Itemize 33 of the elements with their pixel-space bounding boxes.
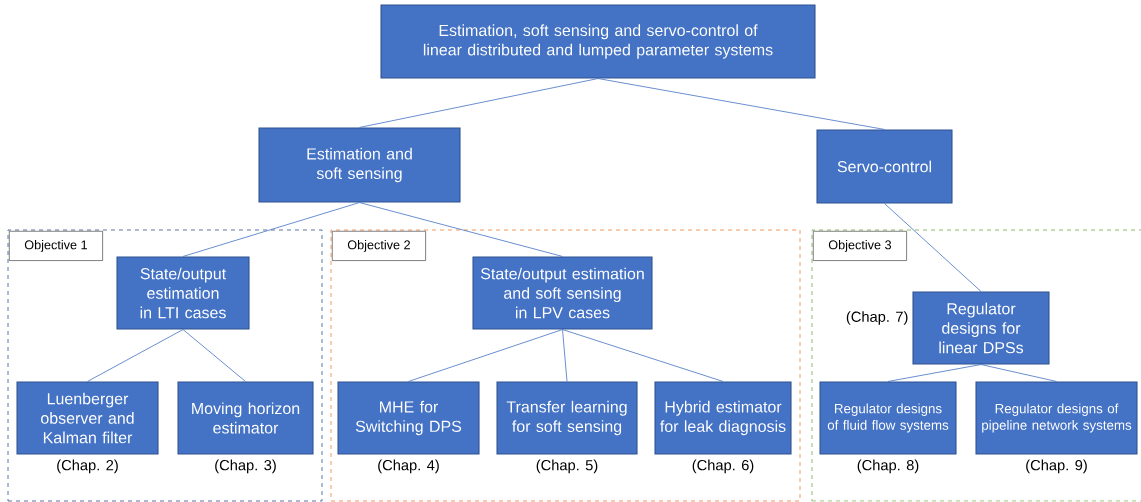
process-box: Transfer learning for soft sensing [496, 381, 638, 455]
connector-line [884, 203, 982, 292]
chapter-label: (Chap. 5) [536, 459, 598, 474]
process-box: Regulator designs of pipeline network systems [975, 381, 1138, 455]
connector-line [359, 202, 563, 257]
process-box: Regulator designs for linear DPSs [912, 291, 1050, 365]
chapter-label: (Chap. 6) [692, 459, 754, 474]
connector-line [182, 329, 246, 382]
connector-line [408, 329, 563, 382]
process-box: State/output estimation and soft sensing in LPV cases [472, 256, 653, 330]
connector-line [887, 364, 982, 382]
chapter-label: (Chap. 4) [378, 459, 439, 474]
connector-line [359, 78, 599, 128]
process-box: Hybrid estimator for leak diagnosis [654, 381, 792, 455]
connector-line [562, 329, 724, 382]
process-box: Moving horizon estimator [177, 381, 314, 455]
process-box: Servo-control [816, 129, 953, 204]
chapter-label: (Chap. 3) [215, 459, 276, 474]
process-box: Luenberger observer and Kalman filter [16, 381, 159, 455]
process-box: Estimation and soft sensing [258, 127, 461, 203]
connector-line [87, 329, 184, 382]
process-box: Estimation, soft sensing and servo-control of linear distributed and lumped parameter systems [380, 4, 816, 79]
chapter-label: (Chap. 9) [1026, 459, 1087, 474]
chapter-label: (Chap. 7) [846, 311, 908, 325]
chapter-label: (Chap. 8) [857, 459, 919, 474]
connector-line [597, 78, 885, 130]
process-box: Regulator designs of fluid flow systems [819, 381, 957, 455]
process-box: MHE for Switching DPS [337, 381, 480, 455]
chapter-label: (Chap. 2) [57, 459, 118, 474]
connector-line [182, 202, 360, 257]
process-box: State/output estimation in LTI cases [116, 256, 250, 330]
connector-line [562, 329, 568, 382]
connector-line [980, 364, 1057, 382]
